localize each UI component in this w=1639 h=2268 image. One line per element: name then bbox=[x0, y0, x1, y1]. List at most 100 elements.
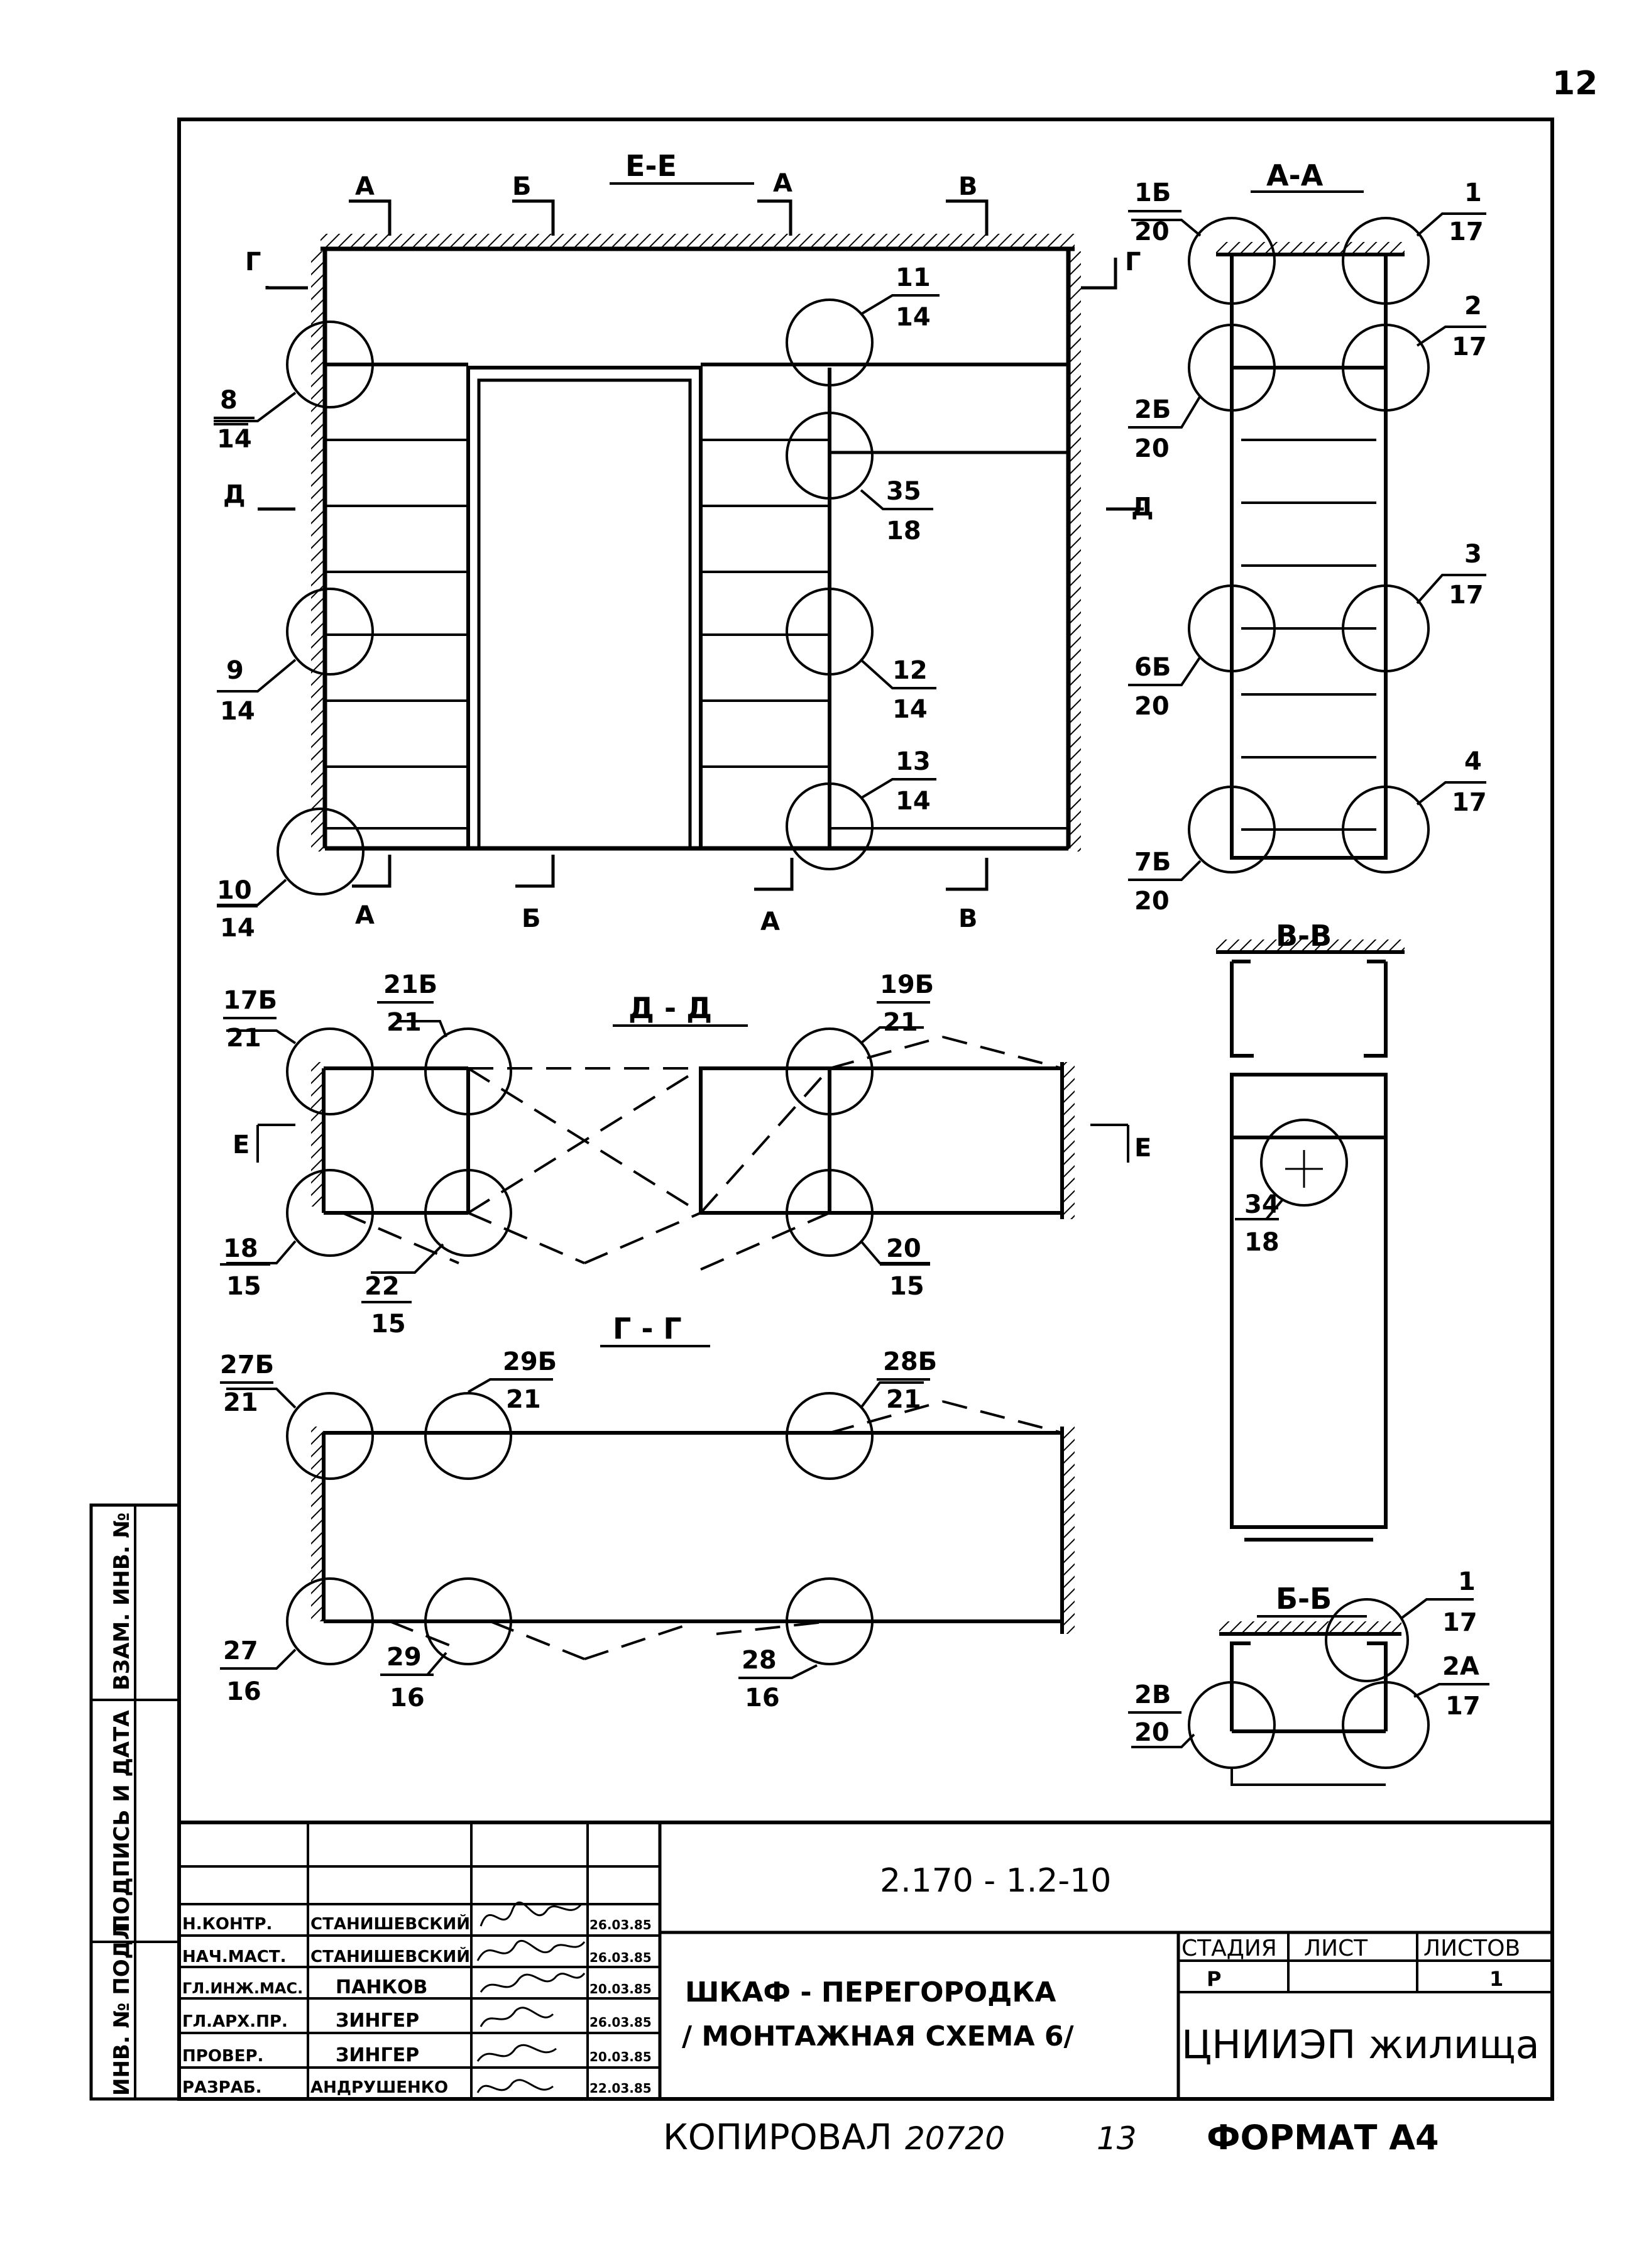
callout-34-18: 34 18 bbox=[1235, 1190, 1280, 1257]
svg-text:АНДРУШЕНКО: АНДРУШЕНКО bbox=[310, 2078, 448, 2097]
svg-text:17: 17 bbox=[1449, 217, 1484, 246]
svg-text:26.03.85: 26.03.85 bbox=[589, 1917, 652, 1932]
svg-text:СТАНИШЕВСКИЙ: СТАНИШЕВСКИЙ bbox=[310, 1946, 470, 1966]
stage-header: СТАДИЯ bbox=[1181, 1936, 1277, 1961]
svg-text:17: 17 bbox=[1442, 1608, 1477, 1637]
svg-text:21: 21 bbox=[386, 1008, 422, 1037]
signature-row: НАЧ.МАСТ. СТАНИШЕВСКИЙ 26.03.85 bbox=[182, 1946, 652, 1966]
callout-9-14: 9 14 bbox=[217, 656, 258, 726]
svg-text:21: 21 bbox=[883, 1008, 918, 1037]
callout-4-17: 4 17 bbox=[1445, 747, 1487, 817]
callout-22-15: 22 15 bbox=[361, 1272, 412, 1339]
title-block: 2.170 - 1.2-10 ШКАФ - ПЕРЕГОРОДКА / МОНТ… bbox=[179, 1821, 1552, 2099]
sheets-header: ЛИСТОВ bbox=[1423, 1936, 1520, 1961]
callout-19b-21: 19Б 21 bbox=[877, 970, 934, 1037]
callout-13-14: 13 14 bbox=[892, 747, 936, 816]
mark-d-left: Д bbox=[223, 480, 246, 509]
svg-text:13: 13 bbox=[896, 747, 931, 776]
mark-v-bottom: В bbox=[958, 904, 978, 933]
svg-text:21: 21 bbox=[226, 1024, 261, 1053]
footer-mark: 13 bbox=[1097, 2120, 1137, 2157]
svg-text:1: 1 bbox=[1464, 178, 1482, 207]
callout-28-16: 28 16 bbox=[738, 1646, 792, 1712]
organization: ЦНИИЭП жилища bbox=[1181, 2022, 1540, 2068]
signature-scribbles bbox=[476, 1901, 586, 2093]
svg-text:ЗИНГЕР: ЗИНГЕР bbox=[336, 2044, 419, 2066]
svg-text:18: 18 bbox=[886, 517, 921, 545]
svg-text:20.03.85: 20.03.85 bbox=[589, 2049, 652, 2064]
drawing-frame bbox=[177, 118, 1554, 2101]
svg-text:21: 21 bbox=[506, 1385, 541, 1414]
svg-text:ПАНКОВ: ПАНКОВ bbox=[336, 1976, 427, 1998]
callout-29b-21: 29Б 21 bbox=[496, 1347, 557, 1414]
svg-text:2А: 2А bbox=[1442, 1652, 1479, 1681]
svg-text:РАЗРАБ.: РАЗРАБ. bbox=[182, 2078, 262, 2097]
svg-text:2Б: 2Б bbox=[1134, 395, 1171, 424]
footer-format: ФОРМАТ А4 bbox=[1207, 2118, 1439, 2157]
svg-text:Н.КОНТР.: Н.КОНТР. bbox=[182, 1915, 272, 1934]
callout-27-16: 27 16 bbox=[220, 1636, 270, 1706]
replace-inv-label: ВЗАМ. ИНВ. № bbox=[109, 1513, 134, 1690]
svg-text:16: 16 bbox=[226, 1677, 261, 1706]
svg-text:7Б: 7Б bbox=[1134, 848, 1171, 877]
callout-21b-21: 21Б 21 bbox=[377, 970, 437, 1037]
svg-text:17: 17 bbox=[1452, 788, 1487, 817]
signature-row: ГЛ.АРХ.ПР. ЗИНГЕР 26.03.85 bbox=[182, 2010, 652, 2032]
document-code: 2.170 - 1.2-10 bbox=[880, 1862, 1111, 1900]
svg-text:26.03.85: 26.03.85 bbox=[589, 1950, 652, 1965]
footer: КОПИРОВАЛ 20720 13 ФОРМАТ А4 bbox=[663, 2117, 1439, 2158]
svg-text:2: 2 bbox=[1464, 292, 1482, 320]
mark-a-bottom-2: А bbox=[760, 907, 780, 936]
svg-text:14: 14 bbox=[896, 787, 931, 816]
svg-text:17Б: 17Б bbox=[223, 986, 277, 1015]
svg-text:17: 17 bbox=[1452, 332, 1487, 361]
callout-20-15: 20 15 bbox=[880, 1234, 930, 1301]
svg-text:1Б: 1Б bbox=[1134, 178, 1171, 207]
view-ee-title: Е-Е bbox=[625, 149, 677, 183]
svg-text:22.03.85: 22.03.85 bbox=[589, 2081, 652, 2096]
svg-text:20.03.85: 20.03.85 bbox=[589, 1981, 652, 1997]
callout-1b-20: 1Б 20 bbox=[1128, 178, 1181, 246]
callout-27b-21: 27Б 21 bbox=[220, 1350, 274, 1417]
ceiling-hatch bbox=[321, 234, 1075, 248]
svg-text:20: 20 bbox=[1134, 1718, 1170, 1747]
mark-g-right: Г bbox=[1125, 248, 1141, 277]
svg-text:10: 10 bbox=[217, 876, 252, 905]
svg-text:20: 20 bbox=[1134, 887, 1170, 916]
svg-text:29: 29 bbox=[386, 1643, 422, 1672]
view-vv: В-В bbox=[1216, 919, 1405, 1542]
callout-2a-17: 2А 17 bbox=[1439, 1652, 1489, 1721]
svg-text:22: 22 bbox=[365, 1272, 400, 1301]
callout-10-14: 10 14 bbox=[217, 876, 258, 943]
svg-text:20: 20 bbox=[1134, 692, 1170, 721]
svg-text:17: 17 bbox=[1445, 1692, 1481, 1721]
svg-text:28Б: 28Б bbox=[883, 1347, 937, 1376]
mark-b-top: Б bbox=[512, 172, 532, 201]
svg-text:15: 15 bbox=[889, 1272, 924, 1301]
view-ee: Е-Е bbox=[214, 149, 1154, 936]
sheets-value: 1 bbox=[1489, 1967, 1503, 1991]
callout-12-14: 12 14 bbox=[892, 656, 936, 724]
sheet-header: ЛИСТ bbox=[1304, 1936, 1368, 1961]
svg-text:14: 14 bbox=[220, 914, 255, 943]
mark-e-right: Е bbox=[1134, 1134, 1151, 1163]
svg-text:3: 3 bbox=[1464, 540, 1482, 569]
svg-text:НАЧ.МАСТ.: НАЧ.МАСТ. bbox=[182, 1948, 286, 1966]
callout-17b-21: 17Б 21 bbox=[223, 986, 277, 1053]
callout-35-18: 35 18 bbox=[883, 477, 933, 545]
svg-text:21: 21 bbox=[886, 1385, 921, 1414]
svg-text:14: 14 bbox=[220, 697, 255, 726]
stage-value: Р bbox=[1207, 1967, 1221, 1991]
view-gg-title: Г - Г bbox=[613, 1312, 682, 1345]
callout-6b-20: 6Б 20 bbox=[1128, 653, 1181, 721]
signature-rows: Н.КОНТР. СТАНИШЕВСКИЙ 26.03.85 НАЧ.МАСТ.… bbox=[182, 1914, 652, 2097]
svg-text:26.03.85: 26.03.85 bbox=[589, 2015, 652, 2030]
svg-text:ГЛ.ИНЖ.МАС.: ГЛ.ИНЖ.МАС. bbox=[182, 1980, 303, 1997]
callout-7b-20: 7Б 20 bbox=[1128, 848, 1181, 916]
svg-text:28: 28 bbox=[742, 1646, 777, 1675]
svg-text:20: 20 bbox=[886, 1234, 921, 1263]
view-dd-title: Д - Д bbox=[628, 991, 712, 1025]
svg-text:14: 14 bbox=[217, 425, 252, 454]
footer-number: 20720 bbox=[905, 2120, 1005, 2157]
